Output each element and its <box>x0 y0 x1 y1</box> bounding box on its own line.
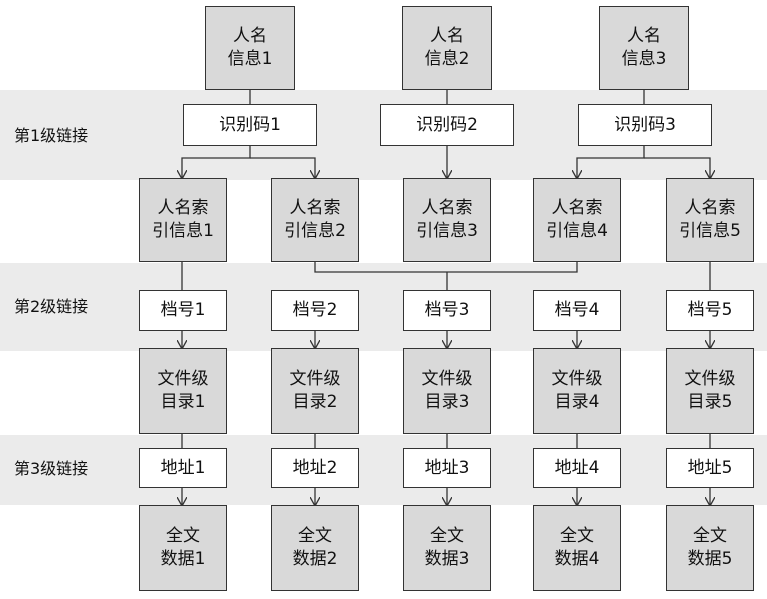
person-info-box: 人名 信息1 <box>205 6 295 90</box>
name-index-line2: 引信息4 <box>546 221 608 241</box>
connector <box>250 157 315 178</box>
fulltext-line2: 数据1 <box>160 549 206 569</box>
file-catalog-line2: 目录2 <box>292 392 338 412</box>
level-3-label: 第3级链接 <box>14 459 89 478</box>
id-code-box: 识别码2 <box>380 104 514 146</box>
file-catalog-box: 文件级 目录5 <box>666 348 754 434</box>
id-code-label: 识别码3 <box>614 114 676 135</box>
address-box: 地址1 <box>139 448 227 488</box>
file-catalog-box: 文件级 目录2 <box>271 348 359 434</box>
archive-number-box: 档号4 <box>533 290 621 331</box>
address-box: 地址2 <box>271 448 359 488</box>
name-index-line2: 引信息2 <box>284 221 346 241</box>
fulltext-box: 全文 数据4 <box>533 505 621 591</box>
level-2-label: 第2级链接 <box>14 297 89 316</box>
person-info-line2: 信息1 <box>227 49 273 69</box>
name-index-box: 人名索 引信息4 <box>533 178 621 262</box>
fulltext-line2: 数据2 <box>292 549 338 569</box>
file-catalog-line2: 目录5 <box>687 392 733 412</box>
person-info-line1: 人名 <box>233 26 267 46</box>
name-index-line1: 人名索 <box>551 198 603 218</box>
file-catalog-line1: 文件级 <box>684 369 736 389</box>
address-label: 地址1 <box>160 457 206 478</box>
file-catalog-box: 文件级 目录1 <box>139 348 227 434</box>
address-label: 地址2 <box>292 457 338 478</box>
file-catalog-line1: 文件级 <box>551 369 603 389</box>
person-info-line1: 人名 <box>430 26 464 46</box>
fulltext-line2: 数据5 <box>687 549 733 569</box>
connector <box>182 146 251 178</box>
fulltext-box: 全文 数据5 <box>666 505 754 591</box>
name-index-line2: 引信息1 <box>152 221 214 241</box>
fulltext-box: 全文 数据3 <box>403 505 491 591</box>
fulltext-line1: 全文 <box>693 526 727 546</box>
level-1-label: 第1级链接 <box>14 126 89 145</box>
person-info-line2: 信息3 <box>621 49 667 69</box>
level-2-band: 第2级链接 <box>0 263 767 351</box>
connector <box>314 262 578 273</box>
fulltext-line1: 全文 <box>560 526 594 546</box>
connector <box>644 157 710 178</box>
person-info-box: 人名 信息3 <box>599 6 689 90</box>
name-index-line1: 人名索 <box>289 198 341 218</box>
file-catalog-line1: 文件级 <box>289 369 341 389</box>
name-index-box: 人名索 引信息1 <box>139 178 227 262</box>
archive-number-label: 档号5 <box>687 300 733 320</box>
file-catalog-line2: 目录3 <box>424 392 470 412</box>
file-catalog-line2: 目录4 <box>554 392 600 412</box>
fulltext-line1: 全文 <box>166 526 200 546</box>
name-index-box: 人名索 引信息3 <box>403 178 491 262</box>
id-code-box: 识别码1 <box>183 104 317 146</box>
name-index-line1: 人名索 <box>157 198 209 218</box>
fulltext-line2: 数据3 <box>424 549 470 569</box>
id-code-label: 识别码2 <box>416 114 478 135</box>
name-index-box: 人名索 引信息2 <box>271 178 359 262</box>
archive-number-box: 档号3 <box>403 290 491 331</box>
address-box: 地址3 <box>403 448 491 488</box>
file-catalog-box: 文件级 目录4 <box>533 348 621 434</box>
address-box: 地址5 <box>666 448 754 488</box>
person-info-line1: 人名 <box>627 26 661 46</box>
archive-number-box: 档号5 <box>666 290 754 331</box>
file-catalog-line1: 文件级 <box>421 369 473 389</box>
file-catalog-line2: 目录1 <box>160 392 206 412</box>
name-index-line2: 引信息5 <box>679 221 741 241</box>
archive-number-box: 档号1 <box>139 290 227 331</box>
file-catalog-line1: 文件级 <box>157 369 209 389</box>
address-box: 地址4 <box>533 448 621 488</box>
fulltext-line1: 全文 <box>298 526 332 546</box>
fulltext-box: 全文 数据2 <box>271 505 359 591</box>
address-label: 地址3 <box>424 457 470 478</box>
name-index-line1: 人名索 <box>421 198 473 218</box>
person-info-line2: 信息2 <box>424 49 470 69</box>
name-index-box: 人名索 引信息5 <box>666 178 754 262</box>
archive-number-label: 档号3 <box>424 300 470 320</box>
person-info-box: 人名 信息2 <box>402 6 492 90</box>
address-label: 地址4 <box>554 457 600 478</box>
connector <box>577 146 645 178</box>
id-code-label: 识别码1 <box>219 114 281 135</box>
id-code-box: 识别码3 <box>578 104 712 146</box>
fulltext-line1: 全文 <box>430 526 464 546</box>
address-label: 地址5 <box>687 457 733 478</box>
archive-number-label: 档号2 <box>292 300 338 320</box>
fulltext-box: 全文 数据1 <box>139 505 227 591</box>
archive-number-label: 档号1 <box>160 300 206 320</box>
file-catalog-box: 文件级 目录3 <box>403 348 491 434</box>
fulltext-line2: 数据4 <box>554 549 600 569</box>
name-index-line1: 人名索 <box>684 198 736 218</box>
level-3-band: 第3级链接 <box>0 435 767 505</box>
archive-number-box: 档号2 <box>271 290 359 331</box>
archive-number-label: 档号4 <box>554 300 600 320</box>
name-index-line2: 引信息3 <box>416 221 478 241</box>
